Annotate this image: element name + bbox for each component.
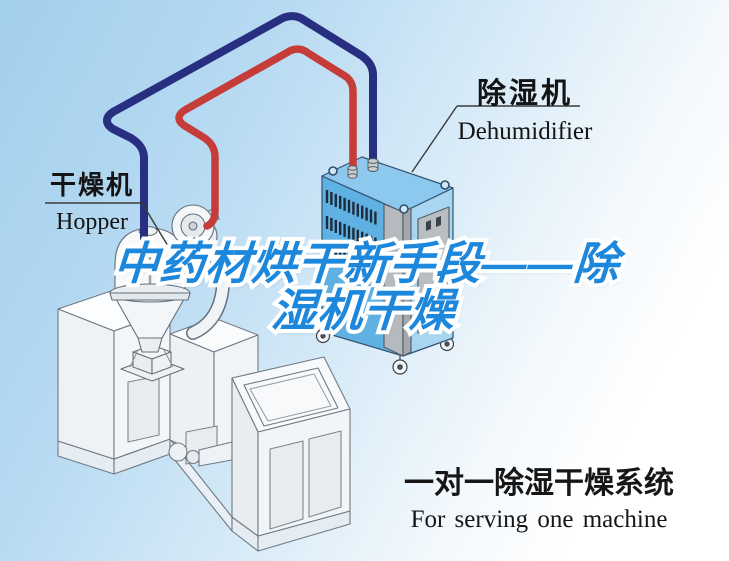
hopper-label-en: Hopper: [56, 209, 128, 235]
dehumidifier-label: 除湿机 Dehumidifier: [419, 70, 631, 146]
hopper-label-zh: 干燥机: [49, 170, 134, 200]
extruder-machine: [57, 289, 351, 552]
caption: 一对一除湿干燥系统 For serving one machine: [400, 458, 678, 534]
return-air-pipe: [103, 12, 377, 242]
headline-line2: 湿机干燥: [269, 284, 458, 336]
callout-lines: [45, 105, 580, 247]
lifting-eyelets: [328, 166, 450, 214]
hopper-label: 干燥机 Hopper: [28, 165, 156, 236]
dehumidifier-label-en: Dehumidifier: [457, 118, 593, 145]
dehumidifier-label-zh: 除湿机: [476, 78, 573, 110]
vent-grille: [325, 190, 377, 277]
dehumidifier-unit: [315, 156, 455, 375]
supply-air-pipe: [175, 45, 357, 230]
pipe-fittings: [347, 158, 379, 179]
side-panel: [417, 206, 450, 334]
caption-en: For serving one machine: [410, 506, 668, 533]
headline-line1: 中药材烘干新手段——除: [111, 238, 622, 289]
headline: 中药材烘干新手段——除 湿机干燥: [36, 238, 695, 336]
caption-zh: 一对一除湿干燥系统: [404, 467, 674, 500]
